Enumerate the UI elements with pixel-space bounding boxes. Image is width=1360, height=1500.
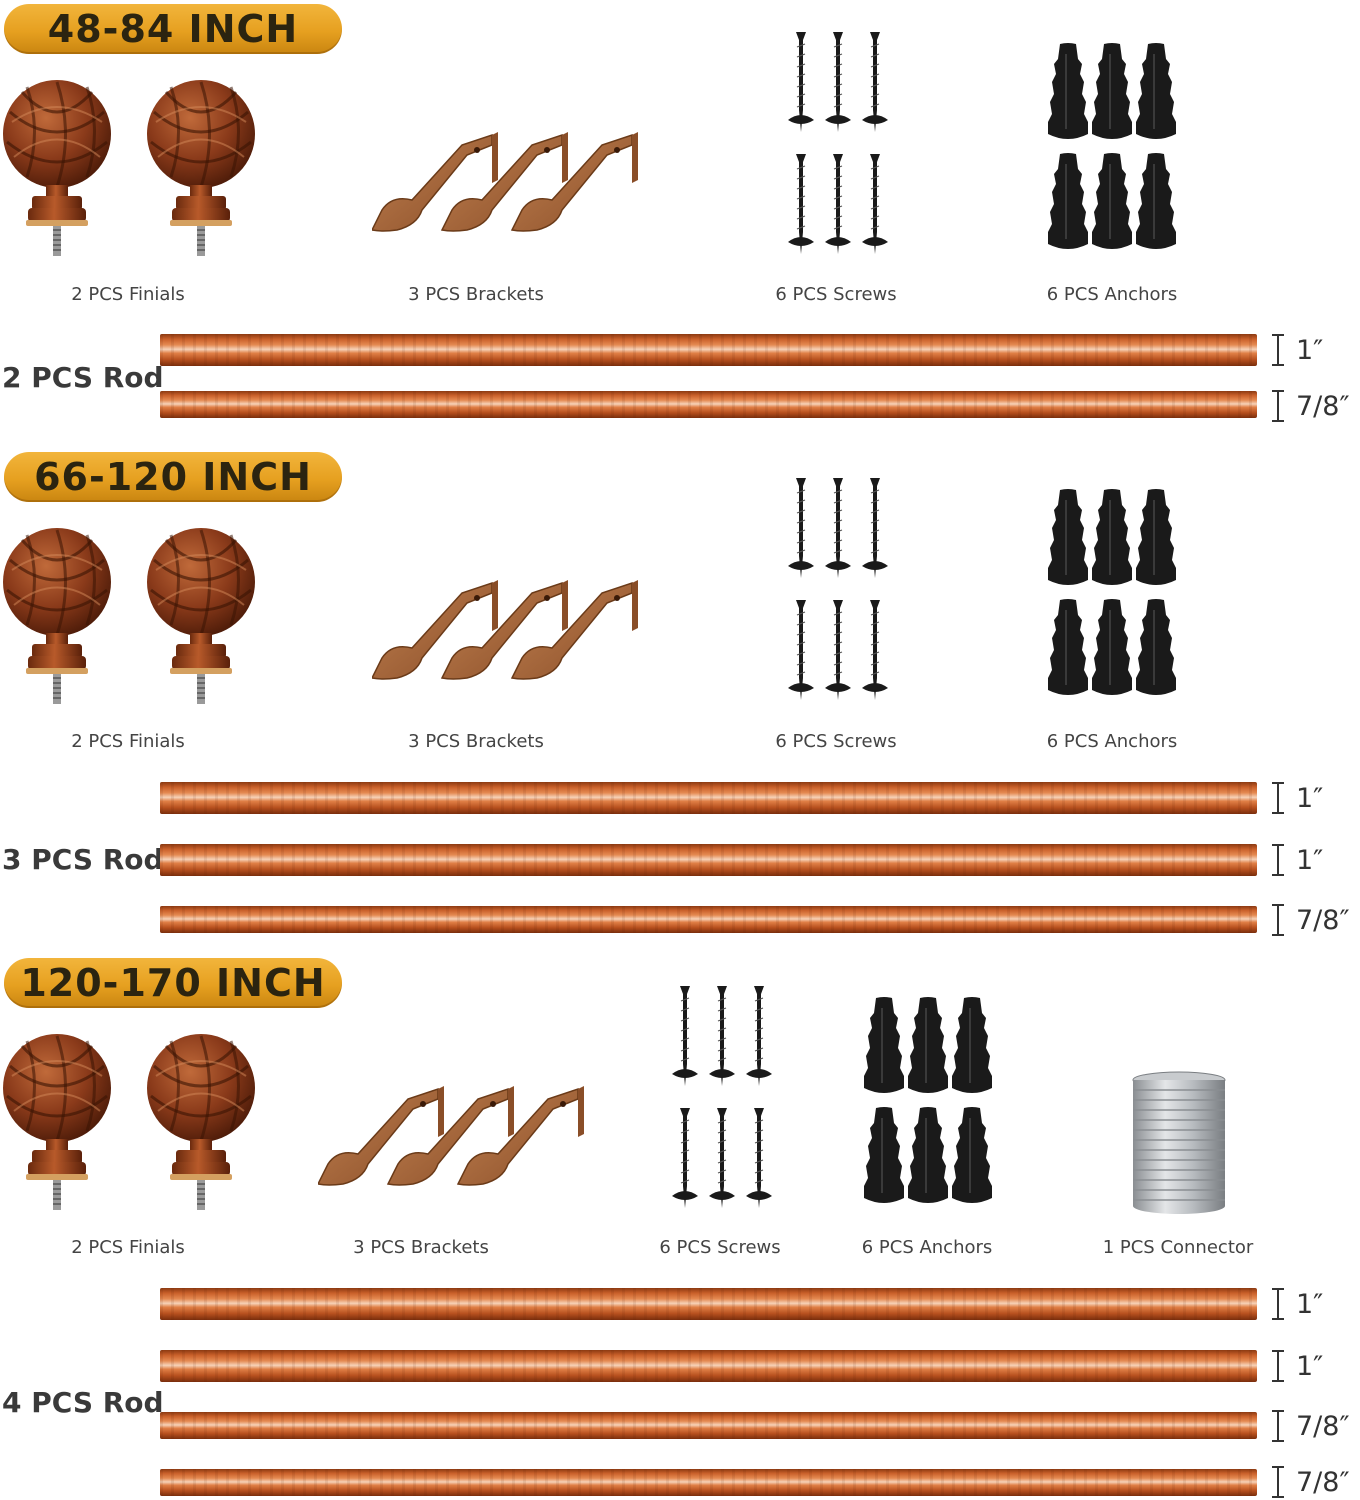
rod-count-label: 2 PCS Rod bbox=[2, 361, 164, 394]
size-badge: 48-84 INCH bbox=[4, 4, 342, 54]
anchor-icon bbox=[863, 996, 992, 1204]
diameter-icon bbox=[1271, 1288, 1285, 1320]
rod bbox=[160, 391, 1257, 418]
screw-icon bbox=[787, 32, 889, 255]
anchors-label: 6 PCS Anchors bbox=[1046, 731, 1178, 752]
diameter-label: 1″ bbox=[1296, 334, 1324, 366]
bracket-icon bbox=[318, 1085, 585, 1186]
rod bbox=[160, 1469, 1257, 1496]
diameter-icon bbox=[1271, 1466, 1285, 1498]
diameter-label: 1″ bbox=[1296, 1288, 1324, 1320]
rod-diameter: 7/8″ bbox=[1270, 1410, 1350, 1442]
rod-count-label: 4 PCS Rod bbox=[2, 1386, 164, 1419]
finial-icon bbox=[146, 78, 257, 258]
diameter-icon bbox=[1271, 1410, 1285, 1442]
rod bbox=[160, 844, 1257, 876]
kit-section-120-170: 120-170 INCH 2 PCS Finials 3 PCS Bracket… bbox=[0, 954, 1360, 1500]
brackets-label: 3 PCS Brackets bbox=[408, 731, 544, 752]
diameter-icon bbox=[1271, 904, 1285, 936]
anchor-icon bbox=[1047, 42, 1176, 250]
rod-diameter: 7/8″ bbox=[1270, 904, 1350, 936]
bracket-icon bbox=[372, 131, 639, 232]
size-badge: 120-170 INCH bbox=[4, 958, 342, 1008]
finial-icon bbox=[146, 526, 257, 706]
rod bbox=[160, 1350, 1257, 1382]
connector-icon bbox=[1132, 1071, 1226, 1214]
rod-diameter: 1″ bbox=[1270, 844, 1323, 876]
finials-label: 2 PCS Finials bbox=[71, 731, 185, 752]
diameter-label: 7/8″ bbox=[1296, 1410, 1350, 1442]
diameter-icon bbox=[1271, 334, 1285, 366]
diameter-label: 1″ bbox=[1296, 844, 1324, 876]
rod bbox=[160, 1412, 1257, 1439]
finial-icon bbox=[2, 526, 113, 706]
diameter-icon bbox=[1271, 1350, 1285, 1382]
anchors-label: 6 PCS Anchors bbox=[1046, 284, 1178, 305]
kit-section-66-120: 66-120 INCH 2 PCS Finials 3 PCS Brackets… bbox=[0, 448, 1360, 948]
rod-diameter: 1″ bbox=[1270, 1288, 1323, 1320]
rod-diameter: 1″ bbox=[1270, 1350, 1323, 1382]
rod bbox=[160, 1288, 1257, 1320]
rod bbox=[160, 334, 1257, 366]
rod-diameter: 1″ bbox=[1270, 334, 1323, 366]
size-badge: 66-120 INCH bbox=[4, 452, 342, 502]
brackets-label: 3 PCS Brackets bbox=[408, 284, 544, 305]
finials-label: 2 PCS Finials bbox=[71, 284, 185, 305]
diameter-label: 7/8″ bbox=[1296, 904, 1350, 936]
screws-label: 6 PCS Screws bbox=[659, 1237, 781, 1258]
screws-label: 6 PCS Screws bbox=[775, 284, 897, 305]
diameter-label: 1″ bbox=[1296, 1350, 1324, 1382]
diameter-label: 1″ bbox=[1296, 782, 1324, 814]
screw-icon bbox=[671, 986, 773, 1209]
rod-diameter: 7/8″ bbox=[1270, 390, 1350, 422]
rod-count-label: 3 PCS Rod bbox=[2, 843, 164, 876]
screws-label: 6 PCS Screws bbox=[775, 731, 897, 752]
diameter-label: 7/8″ bbox=[1296, 1466, 1350, 1498]
kit-section-48-84: 48-84 INCH 2 PCS Finials 3 PCS Brackets … bbox=[0, 0, 1360, 440]
anchor-icon bbox=[1047, 488, 1176, 696]
diameter-icon bbox=[1271, 844, 1285, 876]
finial-icon bbox=[2, 1032, 113, 1212]
connector-label: 1 PCS Connector bbox=[1102, 1237, 1254, 1258]
diameter-icon bbox=[1271, 390, 1285, 422]
finial-icon bbox=[146, 1032, 257, 1212]
finial-icon bbox=[2, 78, 113, 258]
rod bbox=[160, 782, 1257, 814]
rod-diameter: 1″ bbox=[1270, 782, 1323, 814]
screw-icon bbox=[787, 478, 889, 701]
finials-label: 2 PCS Finials bbox=[71, 1237, 185, 1258]
diameter-icon bbox=[1271, 782, 1285, 814]
anchors-label: 6 PCS Anchors bbox=[861, 1237, 993, 1258]
bracket-icon bbox=[372, 579, 639, 680]
brackets-label: 3 PCS Brackets bbox=[353, 1237, 489, 1258]
rod bbox=[160, 906, 1257, 933]
diameter-label: 7/8″ bbox=[1296, 390, 1350, 422]
rod-diameter: 7/8″ bbox=[1270, 1466, 1350, 1498]
